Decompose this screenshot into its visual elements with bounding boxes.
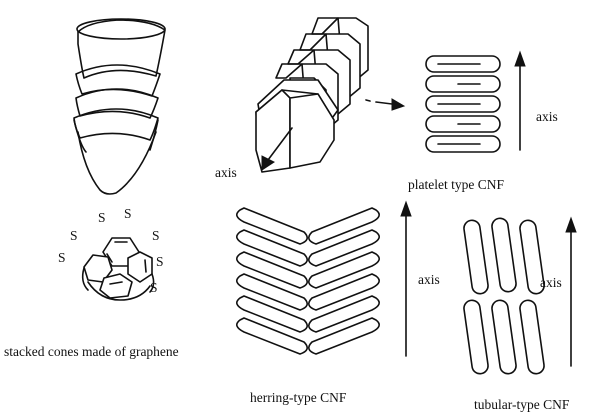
tubular-layer <box>463 219 489 295</box>
herring-layer-left <box>236 295 308 333</box>
tubular-cnf-drawing <box>463 217 545 375</box>
edge-atom-label: S <box>58 250 66 265</box>
tubular-layer <box>463 299 489 375</box>
axis-label-platelet: axis <box>536 109 558 124</box>
herring-layer-right <box>308 229 380 267</box>
platelet-layer <box>425 95 501 113</box>
platelet-layer <box>425 55 501 73</box>
platelet-layer <box>425 135 501 153</box>
herring-layer-right <box>308 251 380 289</box>
tubular-type-cnf-label: tubular-type CNF <box>474 397 570 412</box>
edge-atom-label: S <box>156 254 164 269</box>
edge-atom-label: S <box>150 280 158 295</box>
axis-label-hex: axis <box>215 165 237 180</box>
herring-layer-right <box>308 295 380 333</box>
stacked-cones-label: stacked cones made of graphene <box>4 344 179 359</box>
graphene-fragment-drawing <box>81 237 155 301</box>
platelet-axis-arrow <box>514 50 526 151</box>
transform-arrow <box>365 98 406 111</box>
axis-label-herring: axis <box>418 272 440 287</box>
herring-layer-left <box>236 207 308 245</box>
edge-atom-label: S <box>124 206 132 221</box>
platelet-layer <box>425 115 501 133</box>
edge-atom-label: S <box>98 210 106 225</box>
axis-label-tubular: axis <box>540 275 562 290</box>
tubular-layer <box>491 217 517 293</box>
herring-layer-left <box>236 317 308 355</box>
herring-type-cnf-label: herring-type CNF <box>250 390 347 405</box>
herring-layer-left <box>236 273 308 311</box>
platelet-hexagon-stack <box>255 17 369 173</box>
platelet-type-cnf-label: platelet type CNF <box>408 177 504 192</box>
tubular-layer <box>519 219 545 295</box>
platelet-cnf-drawing <box>425 55 501 153</box>
stacked-cones-drawing <box>73 18 166 195</box>
tubular-layer <box>491 299 517 375</box>
herring-layer-left <box>236 251 308 289</box>
edge-atom-label: S <box>152 228 160 243</box>
herring-layer-right <box>308 317 380 355</box>
herring-axis-arrow <box>400 200 412 357</box>
edge-atom-label: S <box>70 228 78 243</box>
tubular-axis-arrow <box>565 216 577 367</box>
herring-cnf-drawing <box>236 207 380 355</box>
hex-axis-arrow <box>261 127 293 171</box>
tubular-layer <box>519 299 545 375</box>
herring-layer-left <box>236 229 308 267</box>
herring-layer-right <box>308 207 380 245</box>
herring-layer-right <box>308 273 380 311</box>
platelet-layer <box>425 75 501 93</box>
